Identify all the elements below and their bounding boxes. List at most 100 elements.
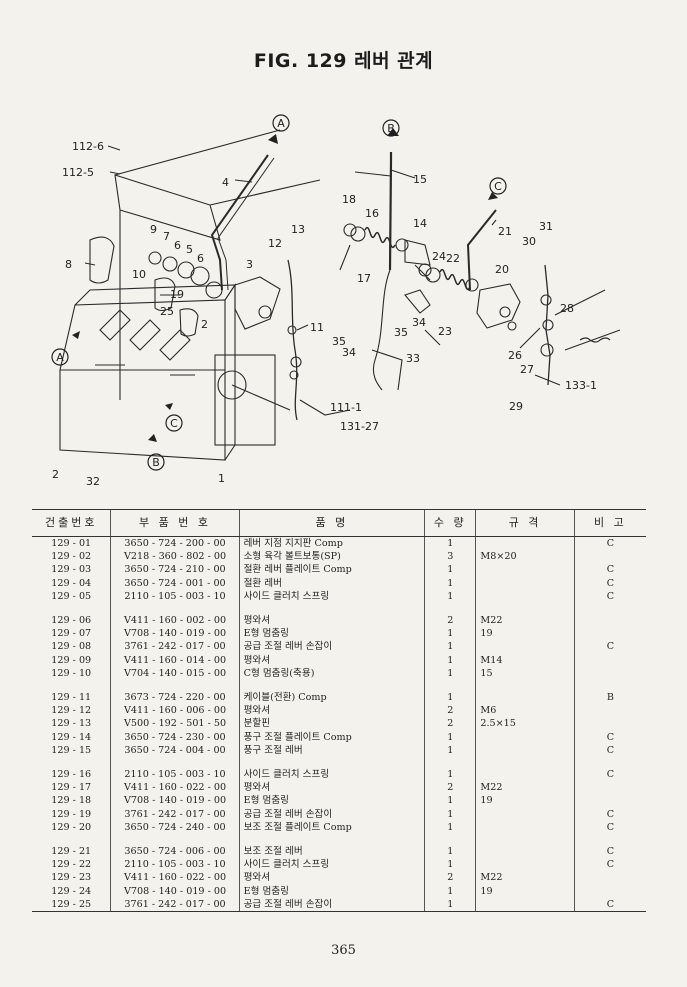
callout-30: 30 (522, 235, 536, 248)
callout-7: 7 (163, 230, 170, 243)
callout-4: 4 (222, 176, 229, 189)
callout-B-mid: B (152, 456, 160, 469)
part-number-cell: 3650 - 724 - 001 - 00 (110, 576, 240, 590)
callout-3: 3 (246, 258, 253, 271)
table-header-row: 건출번호 부 품 번 호 품 명 수 량 규 격 비 고 (32, 509, 646, 537)
spacer-cell (110, 680, 240, 692)
part-name-cell: 레버 지점 지지판 Comp (238, 536, 425, 551)
callout-15: 15 (413, 173, 427, 186)
spacer-cell (475, 757, 575, 769)
part-number-cell: 2110 - 105 - 003 - 10 (110, 589, 240, 604)
callout-28: 28 (560, 302, 574, 315)
spec-cell: M14 (475, 653, 575, 667)
callout-12: 12 (268, 237, 282, 250)
part-number-cell: V708 - 140 - 019 - 00 (110, 794, 240, 808)
part-no-cell: 129 - 19 (51, 808, 92, 820)
callout-27: 27 (520, 363, 534, 376)
quantity-cell: 2 (424, 781, 476, 795)
spacer-cell (573, 603, 646, 615)
part-number-cell: 3673 - 724 - 220 - 00 (110, 691, 240, 705)
part-number-cell: 3650 - 724 - 210 - 00 (110, 563, 240, 577)
callout-29: 29 (509, 400, 523, 413)
part-name-cell: 케이블(전환) Comp (238, 691, 425, 705)
remark-cell: C (573, 768, 646, 782)
remark-cell: C (573, 589, 646, 604)
callout-26: 26 (508, 349, 522, 362)
spec-cell (475, 589, 575, 604)
spec-cell (475, 768, 575, 782)
part-name-cell: 공급 조절 레버 손잡이 (238, 807, 425, 821)
callout-23: 23 (438, 325, 452, 338)
remark-cell: C (573, 845, 646, 859)
part-name-cell: 분할핀 (238, 717, 425, 731)
spec-cell (475, 640, 575, 654)
spacer-cell (32, 603, 111, 614)
callout-C-mid: C (170, 417, 178, 430)
spacer-cell (110, 603, 240, 615)
part-no-cell: 129 - 04 (51, 577, 92, 589)
part-no-cell: 129 - 06 (51, 615, 92, 627)
part-no-cell: 129 - 10 (51, 667, 92, 679)
callout-A-left: A (56, 351, 64, 364)
callout-35a: 35 (332, 335, 346, 348)
header-remarks: 비 고 (573, 509, 646, 537)
callout-22: 22 (446, 252, 460, 265)
header-spec: 규 격 (475, 509, 575, 537)
quantity-cell: 2 (424, 871, 476, 885)
group-spacer-row (32, 757, 646, 769)
part-number-cell: 3761 - 242 - 017 - 00 (110, 807, 240, 821)
quantity-cell: 1 (424, 691, 476, 705)
part-number-cell: 3650 - 724 - 200 - 00 (110, 536, 240, 551)
part-name-cell: 절환 레버 (238, 576, 425, 590)
part-no-cell: 129 - 07 (51, 628, 92, 640)
part-number-cell: 3761 - 242 - 017 - 00 (110, 640, 240, 654)
spec-cell (475, 536, 575, 551)
part-no-cell: 129 - 16 (51, 769, 92, 781)
callout-35b: 35 (394, 326, 408, 339)
spec-cell (475, 691, 575, 705)
spacer-cell (424, 680, 476, 692)
part-name-cell: 평와셔 (238, 653, 425, 667)
callout-B-top: B (387, 122, 395, 135)
part-number-cell: 2110 - 105 - 003 - 10 (110, 768, 240, 782)
callout-32: 32 (86, 475, 100, 488)
part-number-cell: V708 - 140 - 019 - 00 (110, 884, 240, 898)
spec-cell: 19 (475, 627, 575, 641)
callout-25: 25 (160, 305, 174, 318)
part-number-cell: V708 - 140 - 019 - 00 (110, 627, 240, 641)
group-spacer-row (32, 603, 646, 615)
spec-cell: M6 (475, 704, 575, 718)
part-name-cell: 공급 조절 레버 손잡이 (238, 897, 425, 913)
spec-cell (475, 743, 575, 758)
callout-14: 14 (413, 217, 427, 230)
quantity-cell: 2 (424, 704, 476, 718)
quantity-cell: 1 (424, 653, 476, 667)
page-number: 365 (331, 943, 356, 958)
callout-2b: 2 (52, 468, 59, 481)
diagram-drawing: A B C A C B 112-6 112-5 4 15 18 16 14 21… (51, 114, 621, 488)
part-name-cell: E형 멈춤링 (238, 884, 425, 898)
quantity-cell: 1 (424, 536, 476, 551)
quantity-cell: 1 (424, 858, 476, 872)
spacer-cell (475, 680, 575, 692)
spacer-cell (32, 680, 111, 691)
spacer-cell (573, 757, 646, 769)
quantity-cell: 1 (424, 845, 476, 859)
quantity-cell: 2 (424, 717, 476, 731)
remark-cell (573, 781, 646, 795)
remark-cell (573, 794, 646, 808)
header-part-name: 품 명 (238, 509, 425, 537)
callout-21: 21 (498, 225, 512, 238)
spacer-cell (238, 680, 425, 692)
quantity-cell: 1 (424, 897, 476, 913)
group-spacer-row (32, 680, 646, 692)
part-no-cell: 129 - 12 (51, 705, 92, 717)
exploded-parts-diagram: A B C A C B 112-6 112-5 4 15 18 16 14 21… (20, 100, 670, 500)
